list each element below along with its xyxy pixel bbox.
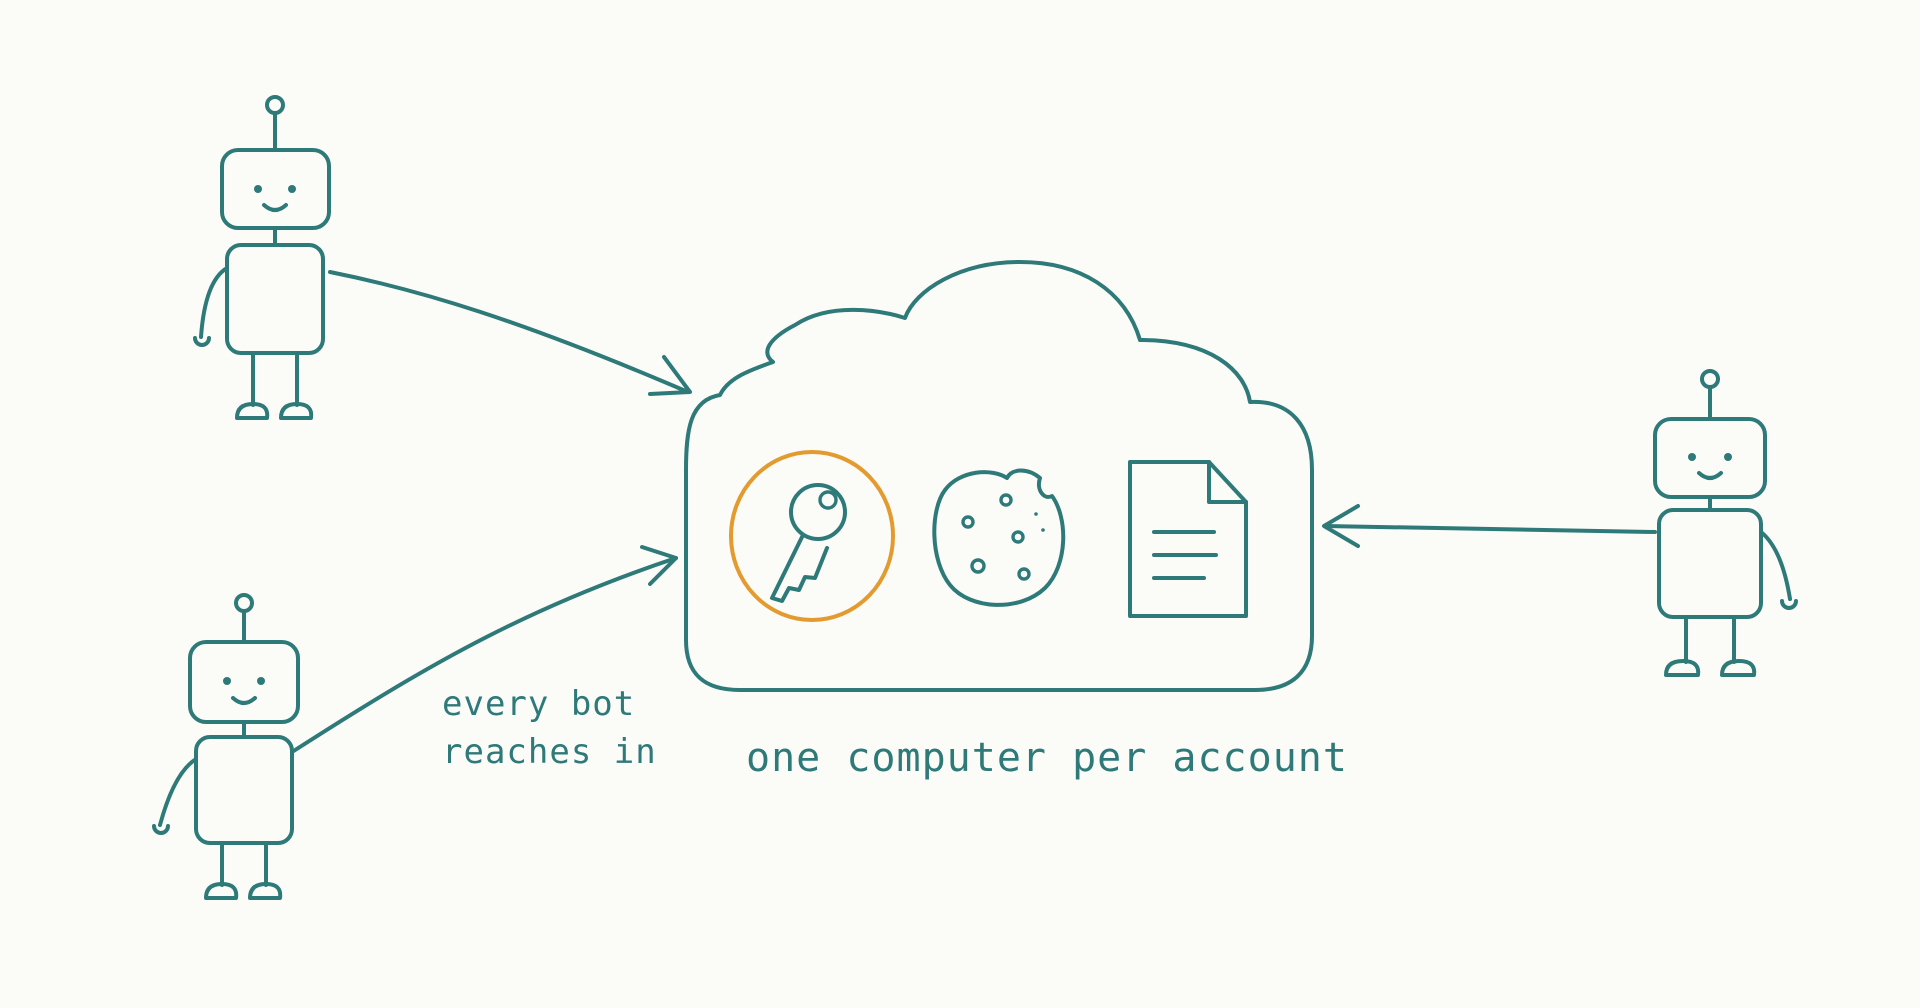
robot-icon: [1653, 369, 1798, 677]
key-icon: [729, 450, 895, 622]
cookie-icon: [932, 468, 1066, 607]
document-icon: [1128, 460, 1248, 618]
diagram-caption: one computer per account: [746, 735, 1348, 781]
annotation-line-1: every bot: [442, 684, 636, 724]
annotation-label: every bot reaches in: [442, 680, 657, 776]
arrow-icon: [1322, 504, 1657, 548]
arrow-icon: [328, 270, 692, 396]
highlight-circle: [729, 450, 895, 622]
robot-icon: [193, 95, 331, 420]
cloud-icon: [684, 260, 1314, 692]
robot-icon: [152, 593, 300, 900]
arrow-icon: [290, 545, 678, 754]
annotation-line-2: reaches in: [442, 732, 657, 772]
